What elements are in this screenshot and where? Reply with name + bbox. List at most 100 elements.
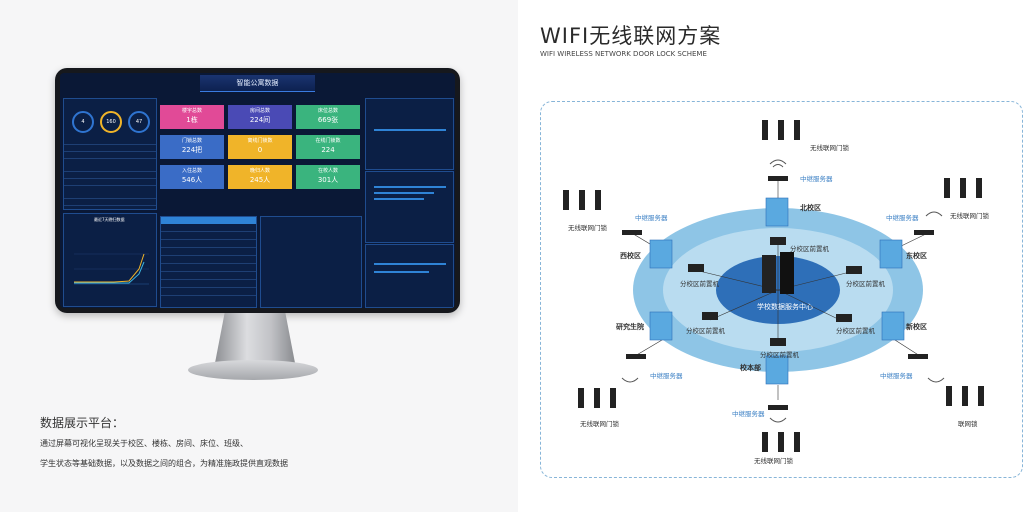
front-server-label: 分校区前置机 — [680, 280, 719, 288]
campus-building-icon — [649, 311, 673, 341]
campus-label: 校本部 — [740, 364, 761, 372]
gauge: 4 — [72, 111, 94, 133]
door-lock-icon — [976, 178, 982, 198]
front-server-icon — [702, 312, 718, 320]
stat-tile-value: 301人 — [317, 176, 339, 184]
gauge: 47 — [128, 111, 150, 133]
gauge: 160 — [100, 111, 122, 133]
front-server-label: 分校区前置机 — [846, 280, 885, 288]
campus-label: 北校区 — [800, 204, 821, 212]
relay-label: 中继服务器 — [800, 175, 833, 183]
stat-tile-label: 在线门锁数 — [315, 138, 341, 144]
campus-label: 东校区 — [906, 252, 927, 260]
campus-label: 西校区 — [620, 252, 641, 260]
right-panel-bottom — [365, 244, 454, 308]
stat-tile: 门锁总数 224把 — [160, 135, 224, 159]
front-server-icon — [770, 237, 786, 245]
detail-panel — [260, 216, 362, 308]
diagram-frame — [540, 101, 1023, 478]
relay-label: 中继服务器 — [635, 214, 668, 222]
monitor-base — [188, 360, 318, 380]
right-panel-top — [365, 98, 454, 170]
door-lock-icon — [944, 178, 950, 198]
campus-building-icon — [649, 239, 673, 269]
door-lock-label: 无线联网门锁 — [950, 212, 989, 220]
front-server-label: 分校区前置机 — [760, 351, 799, 359]
stat-tile-label: 床位总数 — [317, 108, 338, 114]
central-server-icon — [762, 252, 794, 294]
stat-tile-value: 245人 — [249, 176, 271, 184]
stat-tile-value: 546人 — [181, 176, 203, 184]
stat-tile-label: 晚归人数 — [249, 168, 270, 174]
door-lock-icon — [595, 190, 601, 210]
chart-label: 最近7天晚归数据 — [94, 217, 125, 222]
door-lock-label: 无线联网门锁 — [580, 420, 619, 428]
front-server-icon — [770, 338, 786, 346]
front-server-label: 分校区前置机 — [836, 327, 875, 335]
monitor-stand — [215, 313, 295, 363]
relay-router-icon — [768, 176, 788, 181]
door-lock-icon — [794, 120, 800, 140]
relay-label: 中继服务器 — [650, 372, 683, 380]
relay-label: 中继服务器 — [886, 214, 919, 222]
section-heading: 数据展示平台： — [40, 416, 125, 430]
relay-router-icon — [622, 230, 642, 235]
stat-tile-value: 0 — [257, 146, 263, 154]
stat-tile: 在校人数 301人 — [296, 165, 360, 189]
relay-router-icon — [908, 354, 928, 359]
door-lock-icon — [594, 388, 600, 408]
door-lock-label: 无线联网门锁 — [810, 144, 849, 152]
dashboard-title: 智能公寓数据 — [200, 75, 315, 92]
campus-building-icon — [881, 311, 905, 341]
campus-building-icon — [765, 197, 789, 227]
stat-tile-value: 224把 — [181, 146, 203, 154]
door-lock-label: 无线联网门锁 — [754, 457, 793, 465]
left-panel: 智能公寓数据 4 160 47 最近7天晚归数据 — [40, 68, 460, 468]
front-server-icon — [836, 314, 852, 322]
description-line: 通过屏幕可视化呈现关于校区、楼栋、房间、床位、班级、 — [40, 439, 248, 448]
front-server-icon — [688, 264, 704, 272]
stat-tile: 晚归人数 245人 — [228, 165, 292, 189]
front-server-icon — [846, 266, 862, 274]
door-lock-label: 联网锁 — [958, 420, 978, 428]
stat-tile-value: 1栋 — [186, 116, 198, 124]
stat-tile-label: 入住总数 — [181, 168, 202, 174]
relay-router-icon — [626, 354, 646, 359]
campus-building-icon — [879, 239, 903, 269]
front-server-label: 分校区前置机 — [686, 327, 725, 335]
campus-building-icon — [765, 355, 789, 385]
door-lock-icon — [778, 432, 784, 452]
overview-panel: 4 160 47 — [63, 98, 157, 210]
door-lock-icon — [960, 178, 966, 198]
data-table — [160, 216, 257, 308]
stat-tile-value: 669张 — [317, 116, 339, 124]
door-lock-icon — [762, 120, 768, 140]
trend-chart-panel: 最近7天晚归数据 — [63, 213, 157, 307]
door-lock-icon — [778, 120, 784, 140]
stat-tile: 离线门锁数 0 — [228, 135, 292, 159]
front-server-label: 分校区前置机 — [790, 245, 829, 253]
campus-label: 研究生院 — [616, 323, 644, 331]
stat-tile: 入住总数 546人 — [160, 165, 224, 189]
stat-tile-label: 门锁总数 — [181, 138, 202, 144]
door-lock-icon — [978, 386, 984, 406]
right-panel-mid — [365, 171, 454, 243]
stat-tile-label: 离线门锁数 — [247, 138, 273, 144]
diagram-title: WIFI无线联网方案 — [540, 24, 722, 48]
door-lock-icon — [946, 386, 952, 406]
stat-tile-value: 224间 — [249, 116, 271, 124]
door-lock-icon — [563, 190, 569, 210]
door-lock-label: 无线联网门锁 — [568, 224, 607, 232]
relay-label: 中继服务器 — [880, 372, 913, 380]
stat-tile-label: 在校人数 — [317, 168, 338, 174]
door-lock-icon — [578, 388, 584, 408]
door-lock-icon — [579, 190, 585, 210]
door-lock-icon — [762, 432, 768, 452]
description-line: 学生状态等基础数据，以及数据之间的组合，为精准施政提供直观数据 — [40, 459, 288, 468]
trend-chart — [74, 253, 149, 285]
campus-label: 新校区 — [906, 323, 927, 331]
